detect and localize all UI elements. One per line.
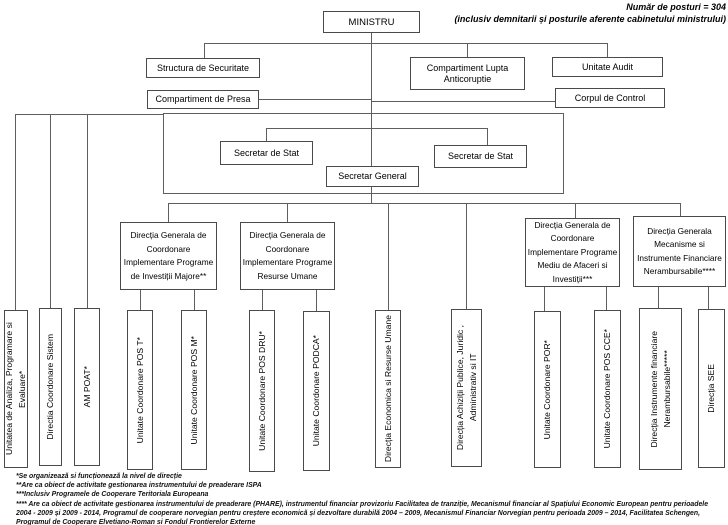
vertical-label: Direcția Economica si Resurse Umane: [382, 315, 393, 463]
vertical-label: Unitatea de Analiza, Programare si Evalu…: [4, 322, 27, 456]
connector-vline: [204, 43, 205, 58]
connector-vline: [487, 128, 488, 145]
connector-vline: [658, 286, 659, 308]
connector-hline: [168, 203, 680, 204]
box-uc-pos-t: Unitate Coordonare POS T*: [127, 310, 153, 470]
connector-vline: [575, 203, 576, 218]
connector-vline: [606, 286, 607, 310]
box-unitate-audit: Unitate Audit: [552, 57, 663, 77]
box-uc-pos-cce: Unitate Coordonare POS CCE*: [594, 310, 621, 468]
connector-vline: [266, 128, 267, 141]
connector-vline: [262, 290, 263, 310]
box-uc-pos-dru: Unitate Coordonare POS DRU*: [249, 310, 275, 472]
vertical-label: AM POAT*: [81, 366, 92, 408]
box-directia-instrumente: Direcția Instrumente financiare Nerambur…: [639, 308, 682, 470]
vertical-label: Unitate Coordonare POS CCE*: [602, 329, 612, 449]
vertical-label: Directia Coordonare Sistem: [45, 334, 55, 440]
footnotes: *Se organizează si funcționează la nivel…: [16, 472, 716, 525]
secretariat-group-frame: [163, 113, 564, 194]
connector-vline: [50, 114, 51, 308]
connector-hline: [15, 114, 163, 115]
footnote-2: **Are ca obiect de activitate gestionare…: [16, 482, 262, 490]
box-dg-mediu-afaceri: Direcția Generala de Coordonare Implemen…: [525, 218, 620, 287]
connector-vline: [708, 286, 709, 309]
box-dg-resurse-umane: Direcția Generala de Coordonare Implemen…: [240, 222, 335, 290]
box-ministru: MINISTRU: [323, 11, 420, 33]
footnote-4: **** Are ca obiect de activitate gestion…: [16, 500, 709, 525]
vertical-label: Unitate Coordonare PODCA*: [311, 335, 321, 447]
vertical-label: Direcția SEE: [706, 364, 716, 413]
box-secretar-stat-right: Secretar de Stat: [434, 145, 527, 168]
connector-vline: [316, 290, 317, 311]
box-secretar-stat-left: Secretar de Stat: [220, 141, 313, 165]
box-structura-securitate: Structura de Securitate: [146, 58, 260, 78]
connector-vline: [15, 114, 16, 310]
box-uc-pos-m: Unitate Coordonare POS M*: [181, 310, 207, 470]
posts-count-line1: Număr de posturi = 304: [626, 2, 726, 12]
connector-hline: [204, 43, 608, 44]
connector-vline: [607, 43, 608, 57]
box-dg-mecanisme: Direcția Generala Mecanisme si Instrumen…: [633, 216, 726, 287]
connector-hline: [371, 101, 555, 102]
box-compartiment-lupta-anticoruptie: Compartiment Lupta Anticoruptie: [410, 57, 525, 90]
box-compartiment-presa: Compartiment de Presa: [147, 90, 259, 109]
posts-count-line2: (inclusiv demnitarii și posturile aferen…: [454, 14, 726, 24]
vertical-label: Unitate Coordonare POS DRU*: [256, 331, 267, 451]
posts-count-header: Număr de posturi = 304 (inclusiv demnita…: [300, 1, 726, 25]
connector-vline: [371, 184, 372, 204]
box-directia-coordonare-sistem: Directia Coordonare Sistem: [39, 308, 62, 466]
vertical-label: Unitate Coordonare POS T*: [134, 336, 145, 444]
connector-vline: [168, 203, 169, 222]
box-am-poat: AM POAT*: [74, 308, 100, 466]
connector-vline: [287, 203, 288, 222]
connector-vline: [466, 203, 467, 309]
connector-vline: [680, 203, 681, 216]
box-uc-podca: Unitate Coordonare PODCA*: [303, 311, 330, 471]
box-corpul-de-control: Corpul de Control: [555, 88, 665, 108]
vertical-label: Unitate Coordonare POS M*: [188, 335, 199, 445]
connector-hline: [259, 99, 371, 100]
connector-hline: [266, 128, 487, 129]
box-directia-economica: Direcția Economica si Resurse Umane: [375, 310, 401, 468]
footnote-3: ***Inclusiv Programele de Cooperare Teri…: [16, 491, 209, 499]
connector-vline: [544, 286, 545, 311]
connector-vline: [194, 290, 195, 310]
vertical-label: Direcția Achiziții Publice, Juridic , Ad…: [454, 325, 478, 451]
box-directia-see: Direcția SEE: [698, 309, 725, 468]
connector-vline: [467, 43, 468, 57]
connector-vline: [388, 203, 389, 310]
box-directia-achizitii: Direcția Achiziții Publice, Juridic , Ad…: [451, 309, 482, 467]
box-unitatea-analiza: Unitatea de Analiza, Programare si Evalu…: [4, 310, 28, 468]
footnote-1: *Se organizează si funcționează la nivel…: [16, 473, 182, 480]
connector-vline: [87, 114, 88, 308]
box-uc-por: Unitate Coordonare POR*: [534, 311, 561, 468]
vertical-label: Unitate Coordonare POR*: [542, 339, 552, 440]
box-dg-investitii-majore: Direcția Generala de Coordonare Implemen…: [120, 222, 217, 290]
connector-vline: [371, 32, 372, 166]
box-secretar-general: Secretar General: [326, 166, 419, 187]
vertical-label: Direcția Instrumente financiare Nerambur…: [648, 330, 672, 448]
connector-vline: [140, 290, 141, 310]
